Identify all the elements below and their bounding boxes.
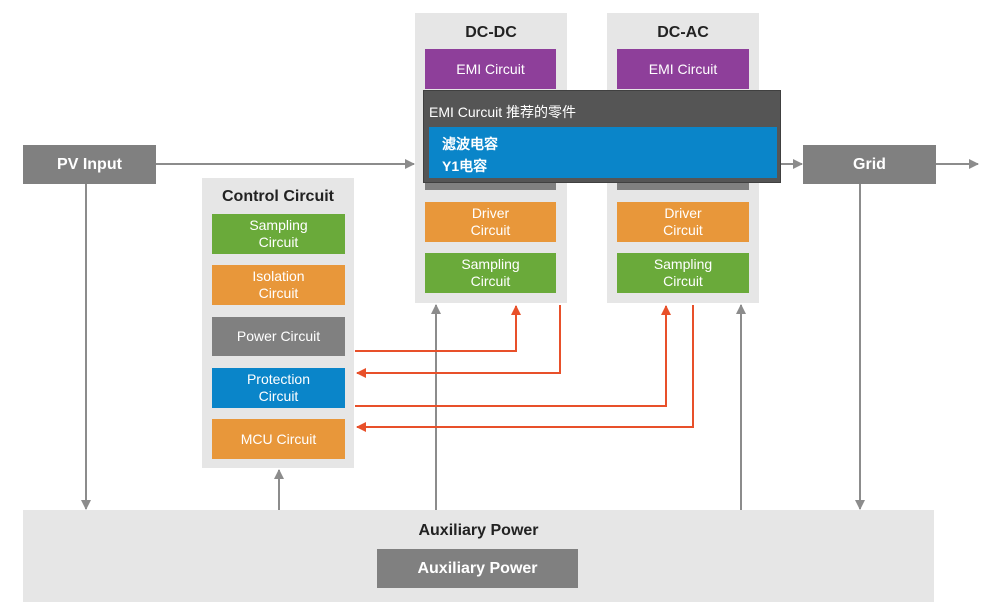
protection-to-dcac-driver-arrow (355, 305, 671, 407)
control-sampling-circuit[interactable]: Sampling Circuit (212, 214, 345, 254)
dcdc-sampling-to-protection-arrow (356, 305, 561, 378)
power-circuit[interactable]: Power Circuit (212, 317, 345, 356)
auxiliary-power-panel: Auxiliary Power Auxiliary Power (23, 510, 934, 602)
pv-input-box[interactable]: PV Input (23, 145, 156, 184)
control-circuit-title: Control Circuit (222, 188, 334, 205)
dcac-emi-circuit[interactable]: EMI Circuit (617, 49, 749, 89)
dcac-sampling-circuit[interactable]: Sampling Circuit (617, 253, 749, 293)
grid-box[interactable]: Grid (803, 145, 936, 184)
auxiliary-power-title: Auxiliary Power (418, 522, 539, 539)
mcu-circuit[interactable]: MCU Circuit (212, 419, 345, 459)
control-circuit-panel: Control Circuit Sampling Circuit Isolati… (202, 178, 354, 468)
dcac-driver-circuit[interactable]: Driver Circuit (617, 202, 749, 242)
dcac-sampling-to-mcu-arrow (356, 305, 694, 432)
protection-circuit[interactable]: Protection Circuit (212, 368, 345, 408)
tooltip-item-y1-capacitor[interactable]: Y1电容 (442, 158, 488, 174)
emi-parts-tooltip: EMI Curcuit 推荐的零件 滤波电容 Y1电容 (423, 90, 781, 183)
dcdc-sampling-circuit[interactable]: Sampling Circuit (425, 253, 556, 293)
tooltip-title: EMI Curcuit 推荐的零件 (429, 104, 577, 120)
power-to-dcdc-driver-arrow (355, 305, 521, 352)
tooltip-item-filter-capacitor[interactable]: 滤波电容 (442, 136, 498, 152)
dcdc-emi-circuit[interactable]: EMI Circuit (425, 49, 556, 89)
dcac-title: DC-AC (657, 24, 709, 41)
tooltip-parts-list: 滤波电容 Y1电容 (429, 127, 777, 178)
dcdc-driver-circuit[interactable]: Driver Circuit (425, 202, 556, 242)
dcdc-title: DC-DC (465, 24, 517, 41)
isolation-circuit[interactable]: Isolation Circuit (212, 265, 345, 305)
auxiliary-power-box[interactable]: Auxiliary Power (377, 549, 578, 588)
